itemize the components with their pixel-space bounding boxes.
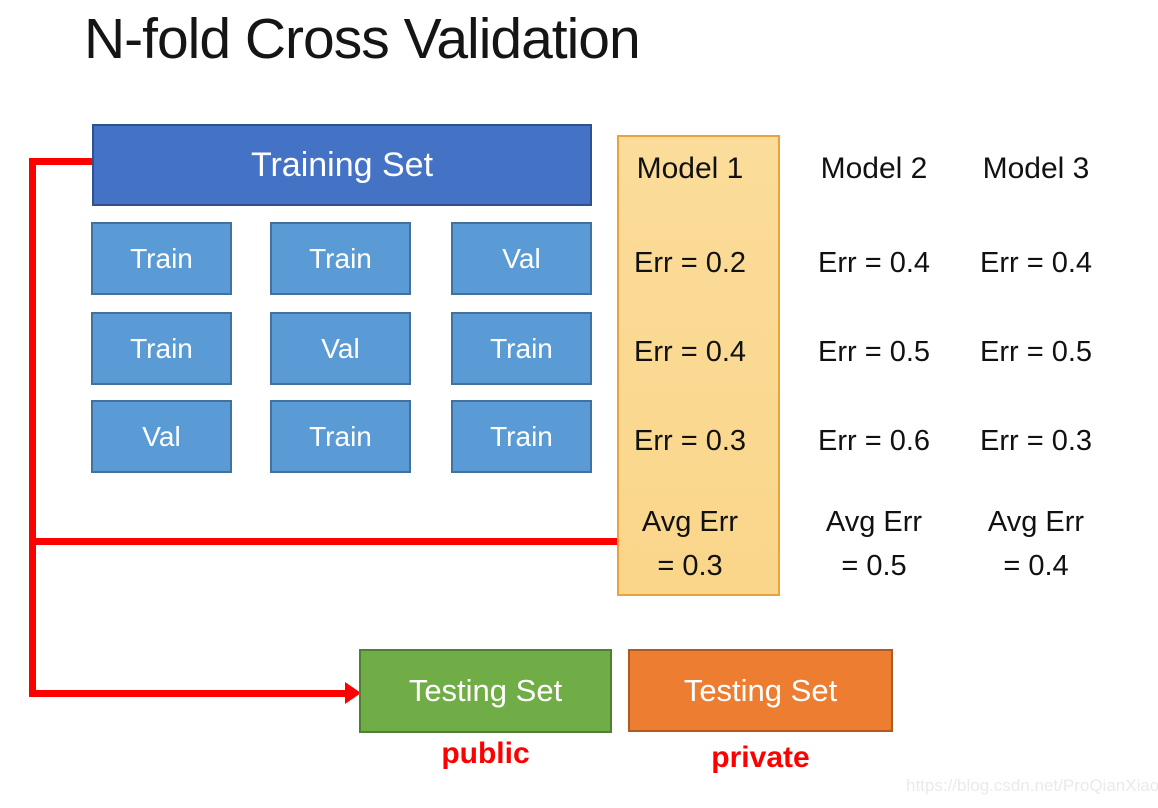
model2-header: Model 2 [820, 152, 928, 185]
fold-cell-r3c2: Train [270, 400, 411, 473]
model1-error-3: Err = 0.3 [633, 425, 747, 457]
arrow-head-icon [345, 682, 361, 704]
connector-to-testing-set [29, 690, 347, 697]
model3-avg-line2: = 0.4 [1003, 550, 1069, 582]
model3-error-1: Err = 0.4 [979, 247, 1093, 279]
connector-to-model1 [29, 538, 617, 545]
model1-avg-line1: Avg Err [641, 506, 739, 538]
fold-cell-r1c1: Train [91, 222, 232, 295]
fold-cell-r2c2: Val [270, 312, 411, 385]
connector-to-training-set [29, 158, 92, 165]
fold-cell-r2c1: Train [91, 312, 232, 385]
model2-avg-line1: Avg Err [825, 506, 923, 538]
model3-error-3: Err = 0.3 [979, 425, 1093, 457]
fold-cell-r3c3: Train [451, 400, 592, 473]
testing-set-public-caption: public [441, 737, 530, 770]
fold-cell-r1c3: Val [451, 222, 592, 295]
model2-error-1: Err = 0.4 [817, 247, 931, 279]
model2-avg-line2: = 0.5 [841, 550, 907, 582]
model1-error-2: Err = 0.4 [633, 336, 747, 368]
model1-avg-line2: = 0.3 [657, 550, 723, 582]
testing-set-public-label: Testing Set [408, 673, 563, 708]
watermark: https://blog.csdn.net/ProQianXiao [906, 776, 1158, 795]
model3-avg-line1: Avg Err [987, 506, 1085, 538]
testing-set-private-label: Testing Set [683, 672, 838, 708]
model3-header: Model 3 [982, 152, 1090, 185]
model1-avg-error: Avg Err = 0.3 [605, 500, 775, 588]
model1-highlight-panel [617, 135, 780, 596]
testing-set-private-caption: private [711, 741, 810, 774]
fold-cell-r3c1: Val [91, 400, 232, 473]
testing-set-public-box: Testing Set [359, 649, 612, 733]
fold-cell-r2c3: Train [451, 312, 592, 385]
model3-avg-error: Avg Err = 0.4 [951, 500, 1121, 588]
model1-error-1: Err = 0.2 [633, 247, 747, 279]
model3-error-2: Err = 0.5 [979, 336, 1093, 368]
testing-set-private-box: Testing Set [628, 649, 893, 732]
fold-cell-r1c2: Train [270, 222, 411, 295]
training-set-box: Training Set [92, 124, 592, 206]
connector-vertical-line [29, 158, 36, 697]
model2-error-3: Err = 0.6 [817, 425, 931, 457]
model2-error-2: Err = 0.5 [817, 336, 931, 368]
training-set-label: Training Set [250, 145, 434, 184]
model2-avg-error: Avg Err = 0.5 [789, 500, 959, 588]
page-title: N-fold Cross Validation [84, 7, 641, 71]
model1-header: Model 1 [636, 152, 744, 185]
